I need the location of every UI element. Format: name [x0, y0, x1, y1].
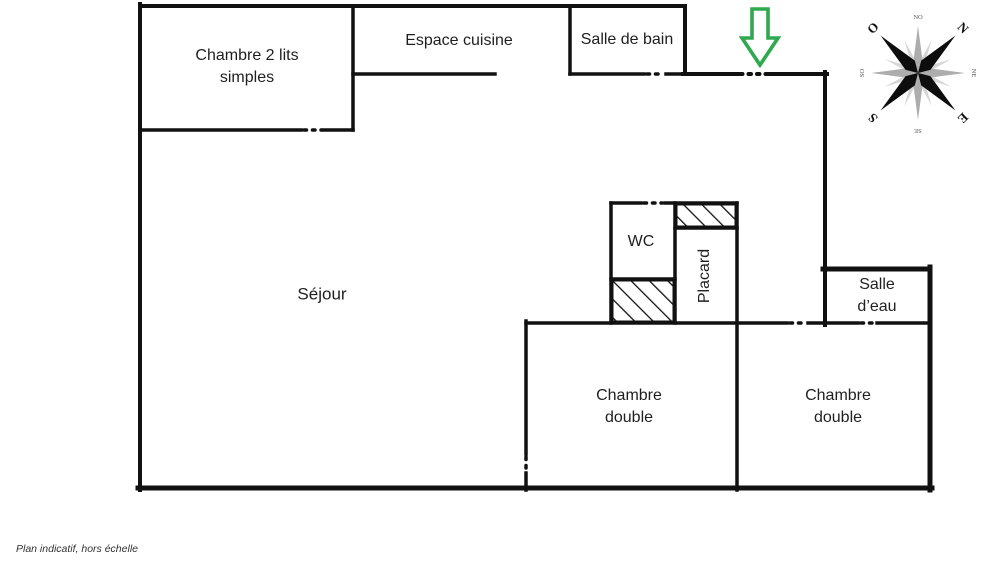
hatched-area-below-wc [610, 278, 676, 324]
compass-nw-label: NO [913, 14, 923, 21]
room-label-chambre-double-right: Chambre double [805, 386, 871, 426]
compass-south-label: S [865, 110, 881, 126]
compass-west-label: O [864, 19, 882, 37]
room-label-chambre-double-left: Chambre double [596, 386, 662, 426]
compass-se-label: SE [914, 127, 922, 134]
room-label-salle-de-bain: Salle de bain [580, 30, 674, 48]
compass-sw-label: SO [859, 69, 866, 78]
compass-rose-icon: N E S O NO NE SE SO [859, 14, 977, 134]
plan-disclaimer-note: Plan indicatif, hors échelle [16, 543, 138, 555]
compass-ne-label: NE [970, 69, 977, 78]
room-label-wc: WC [627, 232, 655, 250]
room-label-sejour: Séjour [297, 284, 347, 304]
outer-walls [135, 2, 935, 493]
room-label-salle-deau: Salle d’eau [857, 275, 897, 315]
room-label-placard: Placard [695, 248, 713, 304]
hatched-areas [610, 202, 738, 324]
compass-east-label: E [955, 110, 972, 127]
entrance-arrow-icon [738, 7, 782, 69]
room-label-chambre-2-lits-simples: Chambre 2 lits simples [195, 46, 299, 86]
hatched-area-above-placard [674, 202, 738, 229]
room-label-espace-cuisine: Espace cuisine [405, 31, 513, 49]
compass-north-label: N [955, 19, 973, 37]
